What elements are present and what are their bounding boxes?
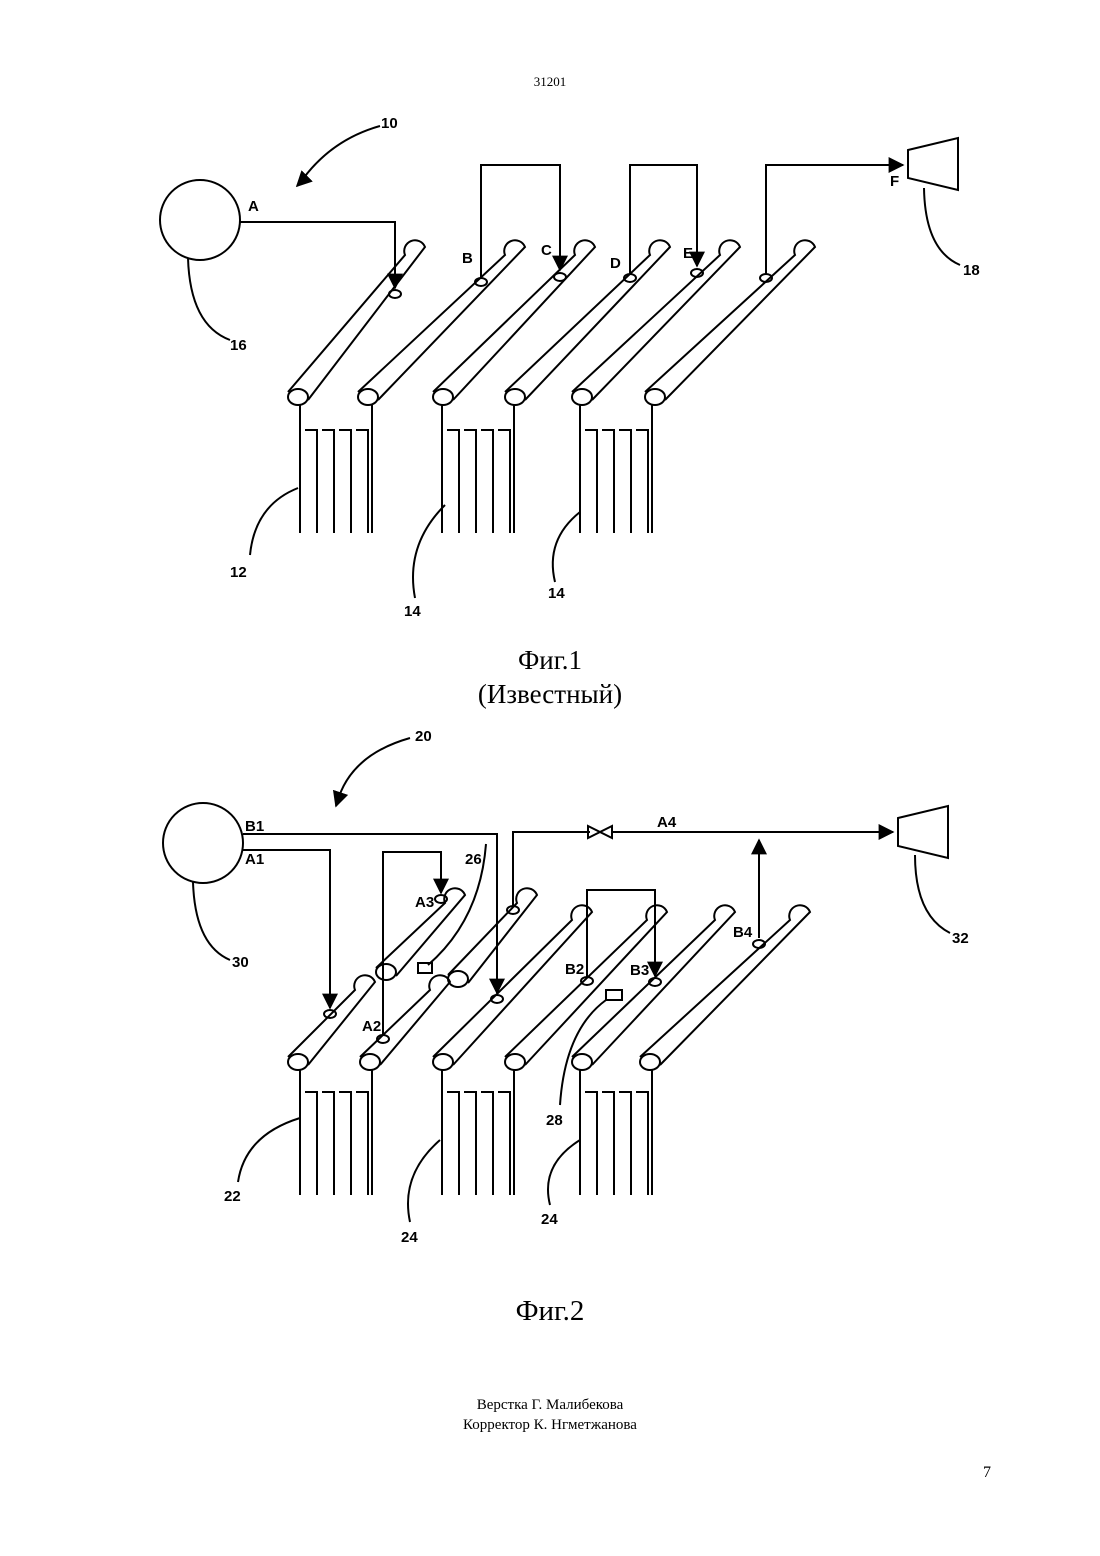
fig1-collector-pipe xyxy=(433,240,595,405)
fig1-point-e: E xyxy=(683,245,693,262)
fig2-tube-bank xyxy=(300,1070,372,1195)
fig1-tube-bank xyxy=(300,405,372,533)
fig1-collector-pipe xyxy=(358,240,525,405)
fig1-ref-row1: 12 xyxy=(230,564,247,581)
fig1-ref-row3: 14 xyxy=(548,585,565,602)
proofreader-credit: Корректор К. Нгметжанова xyxy=(0,1415,1100,1435)
fig2-leader-30 xyxy=(193,882,230,960)
fig1-leader-12 xyxy=(250,488,298,555)
fig2-leader-24 xyxy=(408,1140,440,1222)
fig2-ref-turbine: 32 xyxy=(952,930,969,947)
figure-2-diagram xyxy=(163,738,950,1222)
fig1-ref-system: 10 xyxy=(381,115,398,132)
fig2-point-b2: B2 xyxy=(565,961,584,978)
figure-1-diagram xyxy=(160,126,960,598)
fig1-point-b: B xyxy=(462,250,473,267)
fig1-ref-row2: 14 xyxy=(404,603,421,620)
fig1-turbine xyxy=(908,138,958,190)
fig2-ref-system: 20 xyxy=(415,728,432,745)
fig1-port xyxy=(554,273,566,281)
figure-1-labels: 10 A 16 B C D E F 18 12 14 14 xyxy=(230,115,980,620)
figure-1-subcaption: (Известный) xyxy=(0,677,1100,711)
fig2-point-b3: B3 xyxy=(630,962,649,979)
fig1-collector-pipe xyxy=(645,240,815,405)
fig1-line-f xyxy=(766,165,903,274)
credits-block: Верстка Г. Малибекова Корректор К. Нгмет… xyxy=(0,1395,1100,1435)
figure-2-caption: Фиг.2 xyxy=(0,1294,1100,1328)
figure-1-caption: Фиг.1 xyxy=(0,643,1100,677)
fig2-tube-bank xyxy=(580,1070,652,1195)
fig2-point-a1: A1 xyxy=(245,851,264,868)
fig1-ref-turbine: 18 xyxy=(963,262,980,279)
fig1-ref-source: 16 xyxy=(230,337,247,354)
fig2-leader-24b xyxy=(548,1140,580,1205)
fig1-line-bc xyxy=(481,165,560,278)
fig2-ref-separator1: 26 xyxy=(465,851,482,868)
fig1-collector-pipe xyxy=(505,240,670,405)
fig1-tube-bank xyxy=(580,405,652,533)
fig2-separator-28 xyxy=(606,990,622,1000)
fig2-line-b1 xyxy=(243,834,497,993)
fig2-point-b4: B4 xyxy=(733,924,753,941)
fig2-leader-20 xyxy=(337,738,410,803)
fig1-leader-10 xyxy=(300,126,380,183)
fig1-steam-source xyxy=(160,180,240,260)
fig2-collector-pipe xyxy=(448,888,537,987)
fig1-leader-16 xyxy=(188,258,230,340)
fig2-turbine xyxy=(898,806,948,858)
fig2-ref-separator2: 28 xyxy=(546,1112,563,1129)
fig1-port xyxy=(389,290,401,298)
fig2-leader-22 xyxy=(238,1118,300,1182)
fig2-steam-source xyxy=(163,803,243,883)
fig2-line-a4 xyxy=(513,832,590,906)
fig2-leader-28 xyxy=(560,1000,606,1105)
fig2-tube-bank xyxy=(442,1070,514,1195)
fig1-point-f: F xyxy=(890,173,899,190)
fig2-point-a3: A3 xyxy=(415,894,434,911)
fig1-point-d: D xyxy=(610,255,621,272)
fig2-line-a1 xyxy=(243,850,330,1008)
fig2-leader-32 xyxy=(915,855,950,933)
fig1-line-a xyxy=(240,222,395,288)
fig1-tube-bank xyxy=(442,405,514,533)
fig2-point-b1: B1 xyxy=(245,818,264,835)
fig1-leader-14 xyxy=(413,505,445,598)
layout-credit: Верстка Г. Малибекова xyxy=(0,1395,1100,1415)
fig1-point-a: A xyxy=(248,198,259,215)
fig1-point-c: C xyxy=(541,242,552,259)
fig2-ref-row3: 24 xyxy=(541,1211,558,1228)
fig2-valve xyxy=(588,826,612,838)
page-number: 7 xyxy=(983,1464,991,1482)
fig1-leader-14b xyxy=(553,512,580,582)
fig1-leader-18 xyxy=(924,188,960,265)
fig2-point-a4: A4 xyxy=(657,814,677,831)
fig2-ref-row2: 24 xyxy=(401,1229,418,1246)
fig2-ref-row1: 22 xyxy=(224,1188,241,1205)
fig1-collector-pipe xyxy=(288,240,425,405)
fig2-ref-source: 30 xyxy=(232,954,249,971)
fig2-point-a2: A2 xyxy=(362,1018,381,1035)
